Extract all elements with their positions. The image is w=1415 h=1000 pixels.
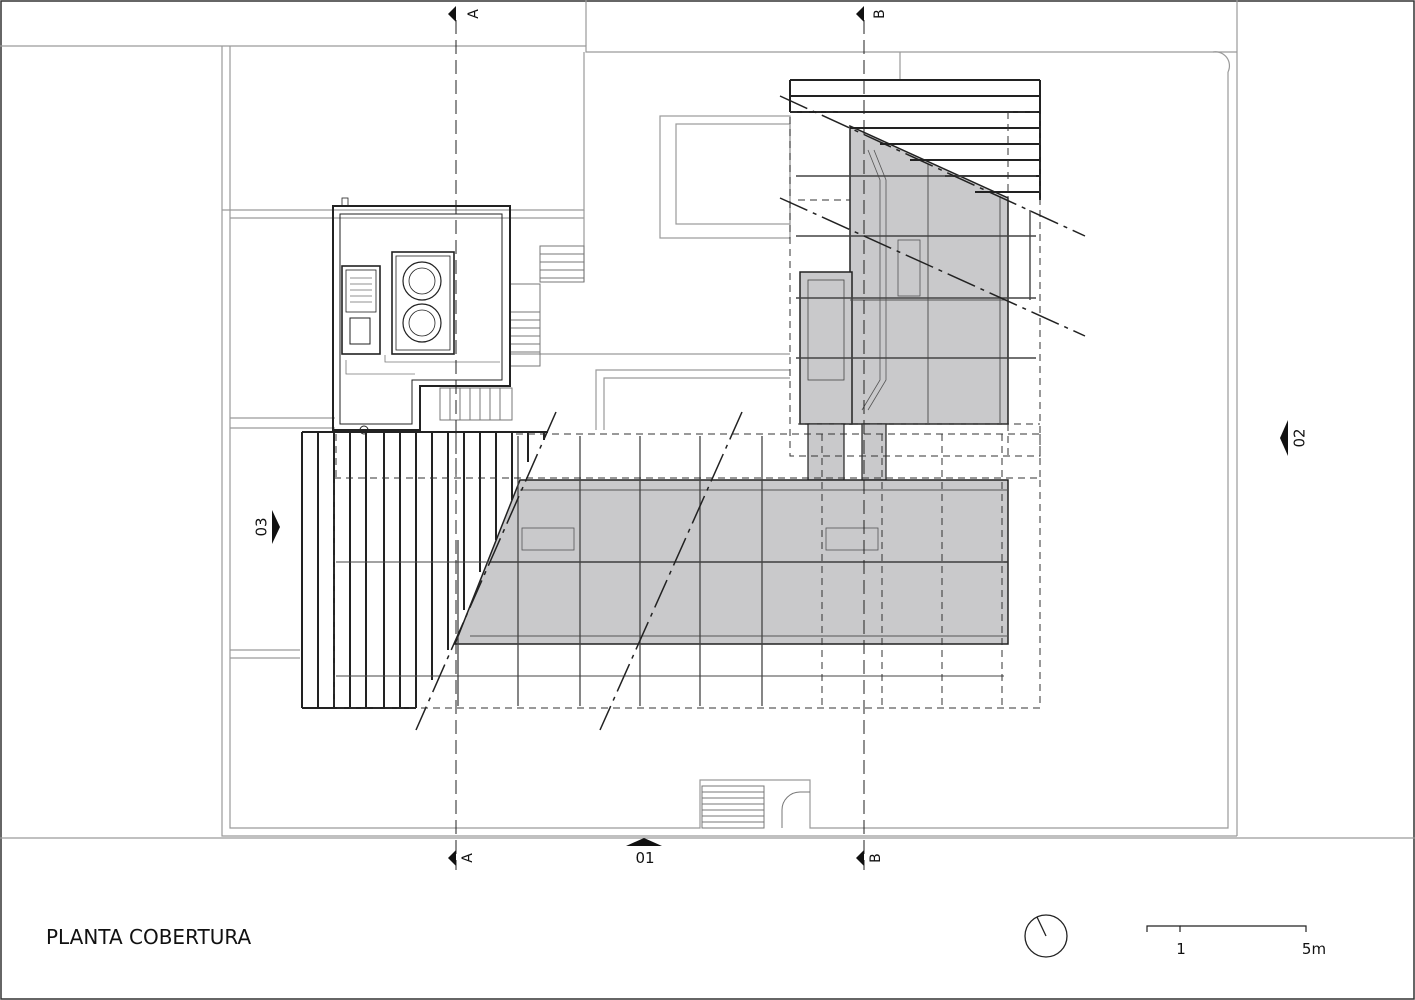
elevation-arrow-icon	[272, 510, 280, 544]
scale-label-5m: 5m	[1302, 940, 1326, 958]
section-marker-b-top: B	[856, 6, 888, 22]
scale-bar: 1 5m	[1146, 925, 1326, 958]
elevation-marker-01: 01	[626, 838, 662, 867]
section-marker-a-top: A	[448, 6, 482, 22]
section-label-a-bottom: A	[460, 853, 476, 863]
stairs	[439, 245, 810, 829]
elevation-label-03: 03	[253, 517, 271, 536]
south-wing-beams	[336, 436, 1004, 706]
elevation-label-01: 01	[635, 849, 654, 867]
section-marker-a-bottom: A	[448, 850, 476, 866]
elevation-marker-03: 03	[253, 510, 280, 544]
section-marker-icon	[448, 6, 456, 22]
drawing-title: PLANTA COBERTURA	[46, 925, 251, 949]
north-wing-beams	[796, 175, 1036, 359]
section-label-a-top: A	[466, 9, 482, 19]
elevation-marker-02: 02	[1280, 420, 1309, 456]
site-outline	[0, 0, 1415, 839]
south-diagonal-lines	[415, 411, 743, 731]
section-label-b-bottom: B	[868, 853, 884, 863]
elevation-arrow-icon	[1280, 420, 1288, 456]
elevation-label-02: 02	[1291, 428, 1309, 447]
section-marker-icon	[856, 6, 864, 22]
north-wing-dashed	[789, 111, 1041, 457]
section-lines	[455, 20, 865, 870]
south-wing-dashed	[333, 433, 1041, 709]
section-marker-b-bottom: B	[856, 850, 884, 866]
north-wing-roof	[799, 124, 1009, 481]
machine-room	[332, 197, 511, 435]
elevation-arrow-icon	[626, 838, 662, 846]
section-marker-icon	[856, 850, 864, 866]
scale-label-1: 1	[1176, 940, 1186, 958]
section-label-b-top: B	[872, 9, 888, 19]
section-marker-icon	[448, 850, 456, 866]
north-diagonal-lines	[779, 95, 1086, 337]
north-arrow-icon	[1024, 914, 1068, 958]
